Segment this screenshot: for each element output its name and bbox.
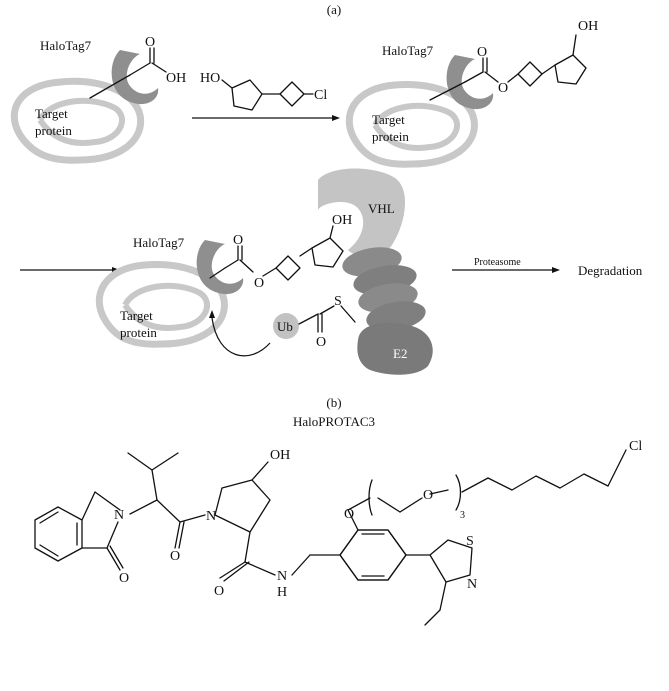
target-label-1a: Target (35, 106, 68, 121)
e3-stack (342, 247, 426, 331)
degradation-label: Degradation (578, 263, 643, 278)
halotag-2 (446, 55, 494, 110)
reagent-structure (221, 79, 314, 111)
halprotac3-structure (34, 449, 627, 626)
reagent-HO: HO (200, 71, 220, 86)
target-label-3a: Target (120, 308, 153, 323)
ester-O-top-2: O (477, 45, 487, 60)
complex-OH: OH (332, 213, 352, 228)
ub-label: Ub (277, 319, 293, 334)
acid-O: O (145, 35, 155, 50)
b-Cl: Cl (629, 439, 642, 454)
b-O-ether2: O (423, 488, 433, 503)
target-label-3b: protein (120, 325, 157, 340)
b-OH: OH (270, 448, 290, 463)
halotag7-label-3: HaloTag7 (133, 235, 185, 250)
b-N-isoindolinone: N (114, 508, 124, 523)
target-label-2a: Target (372, 112, 405, 127)
target-protein-2 (345, 81, 478, 168)
b-N-thiazole: N (467, 577, 477, 592)
target-protein-3 (95, 261, 228, 348)
vhl-label: VHL (368, 201, 395, 216)
halotag7-label-2: HaloTag7 (382, 43, 434, 58)
reagent-Cl: Cl (314, 88, 327, 103)
b-N-pyrrolidine: N (206, 509, 216, 524)
b-O-ether1: O (344, 507, 354, 522)
b-O-isoindolinone: O (119, 571, 129, 586)
ester-linker-2 (429, 34, 587, 101)
halotag-3 (196, 240, 244, 295)
ester-O-top-3: O (233, 233, 243, 248)
e2-label: E2 (393, 346, 407, 361)
ester-linker-3 (209, 225, 344, 281)
product-OH: OH (578, 19, 598, 34)
target-label-2b: protein (372, 129, 409, 144)
b-S-thiazole: S (466, 534, 474, 549)
b-subscript-3: 3 (460, 510, 465, 521)
acid-linker-1 (89, 47, 167, 99)
halotag-1 (111, 50, 159, 105)
b-N-amide: N (277, 569, 287, 584)
thioester (298, 305, 356, 333)
thio-S: S (334, 294, 342, 309)
halprotac3-title: HaloPROTAC3 (293, 414, 375, 429)
halotag7-label-1: HaloTag7 (40, 38, 92, 53)
ub-transfer-arrow (211, 317, 271, 357)
proteasome-label: Proteasome (474, 257, 521, 268)
target-label-1b: protein (35, 123, 72, 138)
thio-O: O (316, 335, 326, 350)
acid-OH: OH (166, 71, 186, 86)
panel-a-label: (a) (327, 2, 341, 17)
b-O-amide1: O (170, 549, 180, 564)
target-protein-1 (10, 77, 145, 164)
ester-O-link-2: O (498, 81, 508, 96)
b-H-amide: H (277, 585, 287, 600)
b-O-amide2: O (214, 584, 224, 599)
e2-protein (357, 322, 433, 375)
ester-O-link-3: O (254, 276, 264, 291)
ub-circle (273, 313, 299, 339)
vhl-protein (318, 168, 406, 257)
panel-b-label: (b) (326, 395, 341, 410)
